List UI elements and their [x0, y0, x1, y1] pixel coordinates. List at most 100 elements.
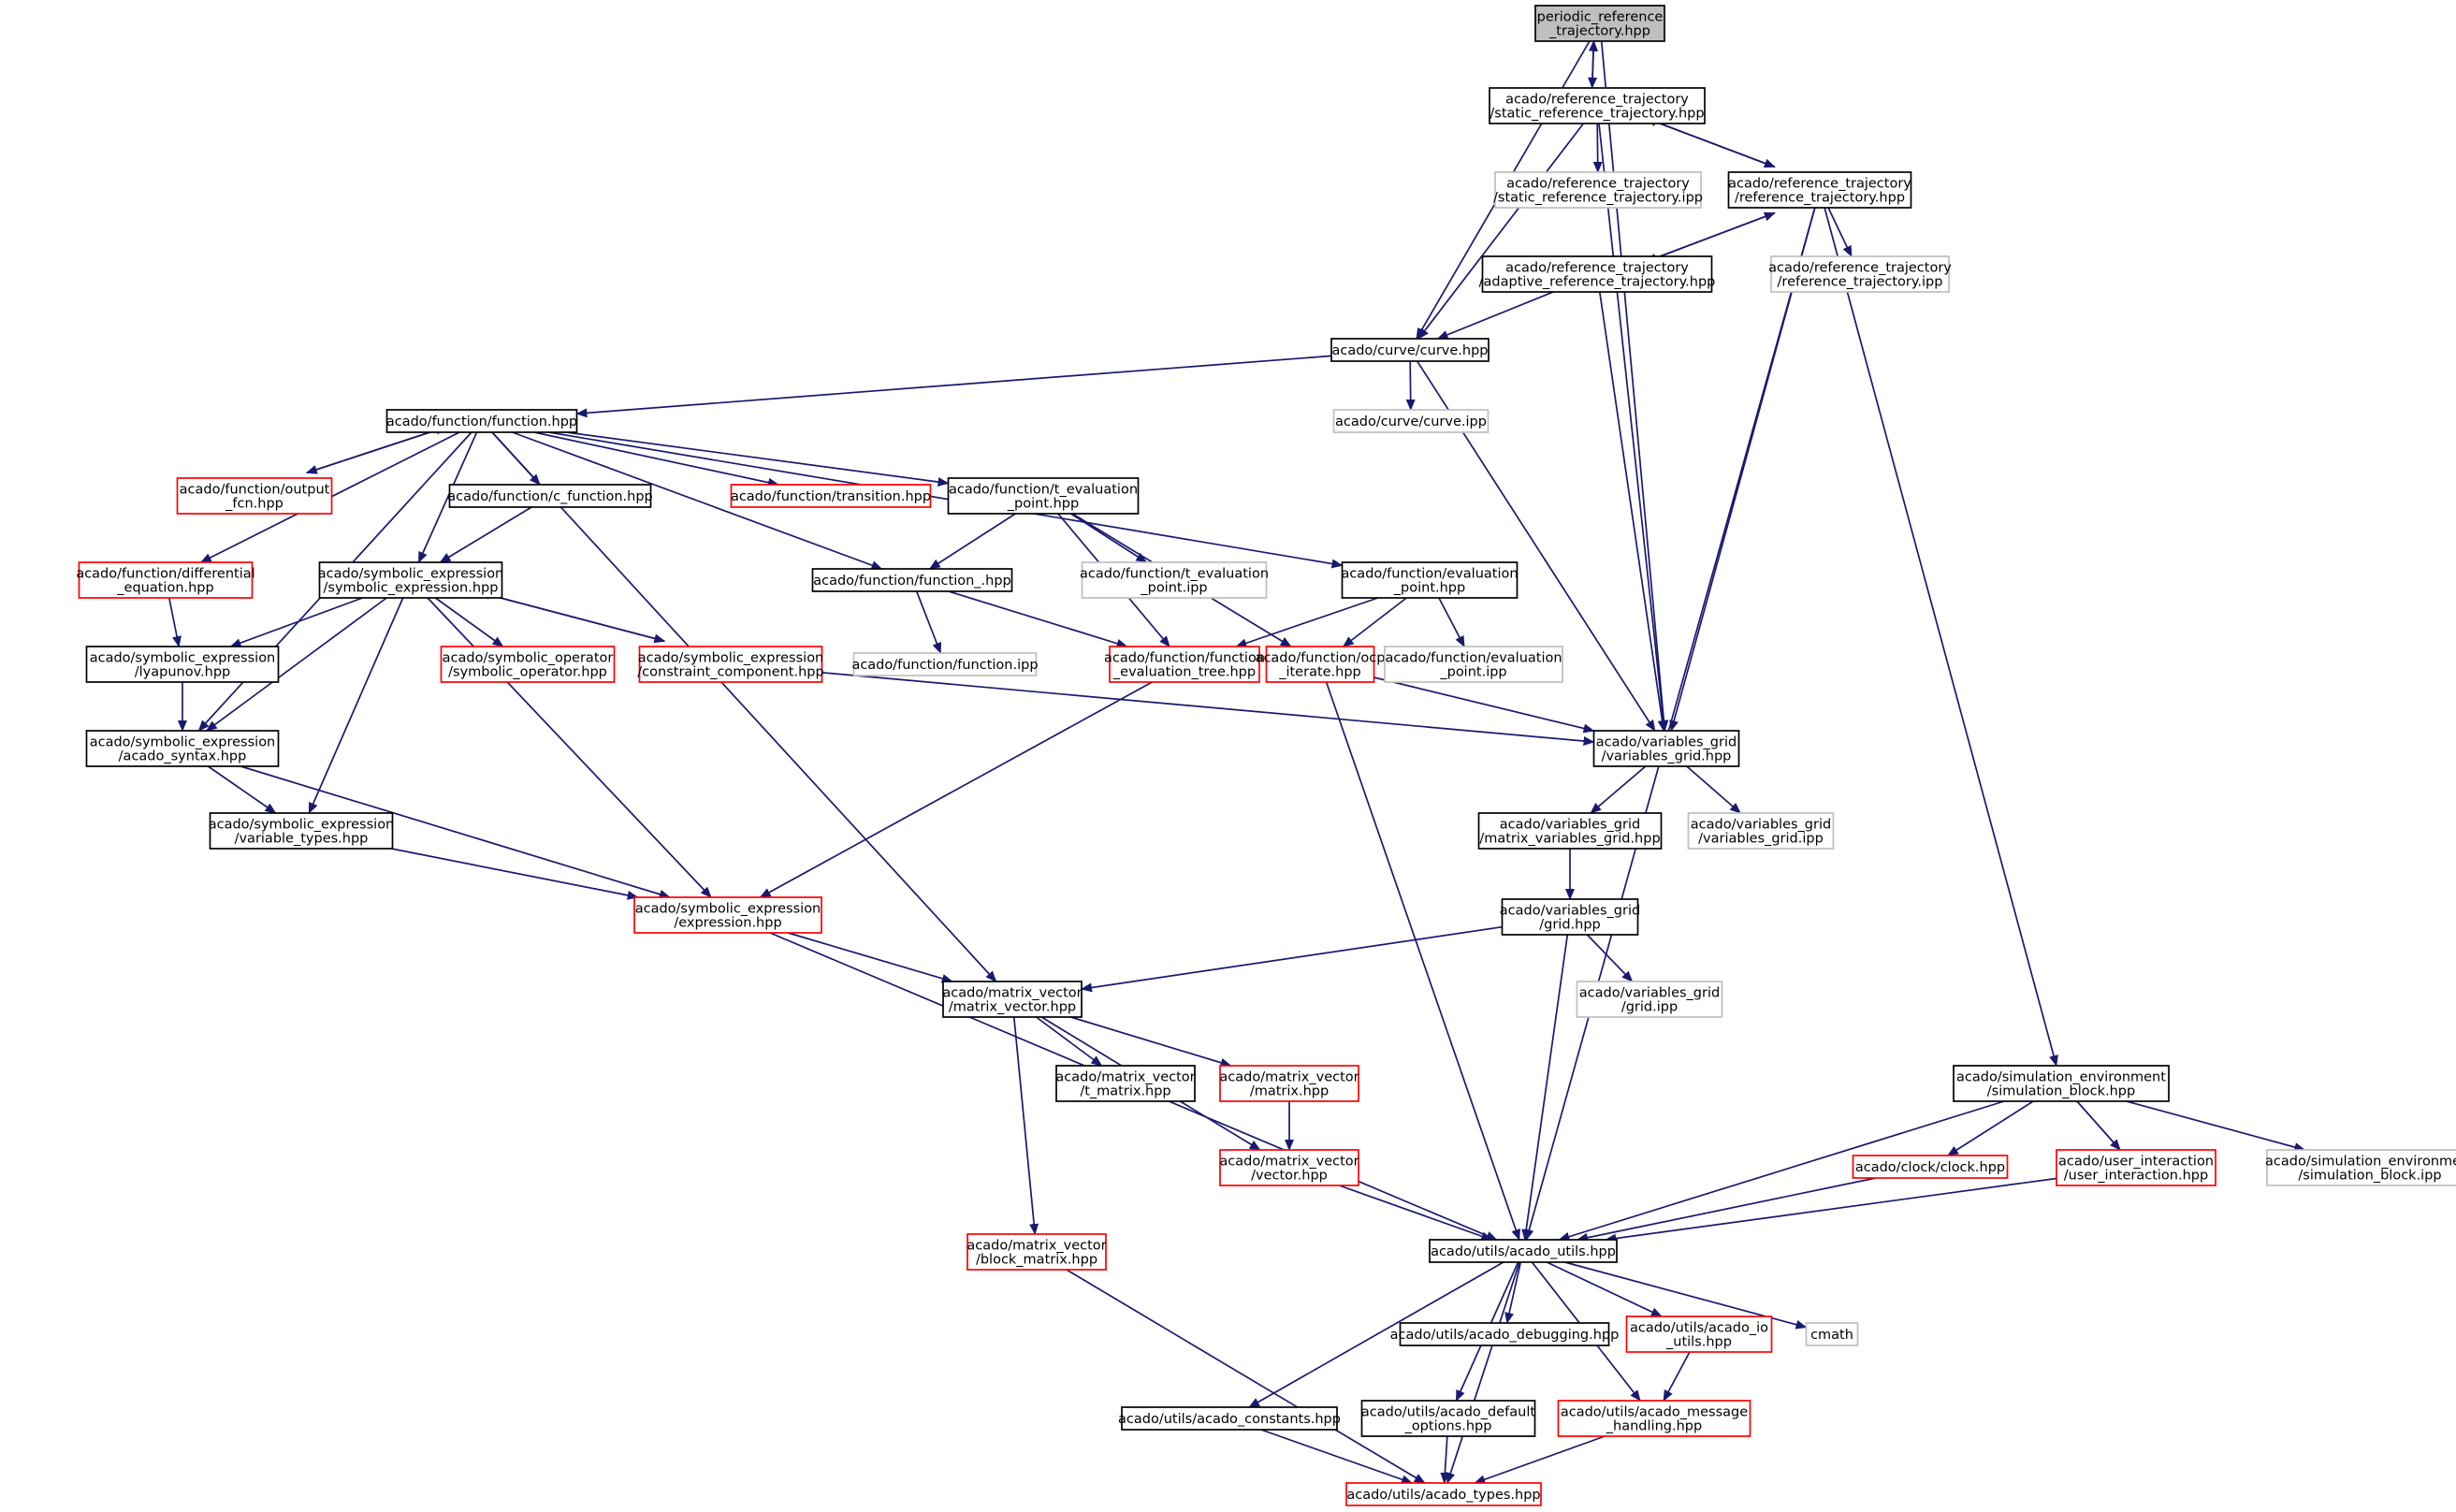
- node-label: acado/clock/clock.hpp: [1855, 1160, 2005, 1175]
- node-default-opts[interactable]: acado/utils/acado_default_options.hpp: [1360, 1400, 1535, 1437]
- node-curve[interactable]: acado/curve/curve.hpp: [1330, 338, 1490, 362]
- edges-layer: [167, 39, 2306, 1485]
- node-adaptive[interactable]: acado/reference_trajectory/adaptive_refe…: [1479, 255, 1716, 293]
- node-sim-block[interactable]: acado/simulation_environment/simulation_…: [1953, 1065, 2170, 1102]
- node-ref-ipp[interactable]: acado/reference_trajectory/reference_tra…: [1768, 255, 1952, 293]
- node-box: [385, 409, 578, 433]
- edge-sim_block-to-acado_utils: [1558, 1100, 2005, 1242]
- node-label: _point.hpp: [1007, 497, 1079, 512]
- edge-acado_syntax-to-var_types: [207, 765, 277, 814]
- node-label: acado/function/function_.hpp: [813, 574, 1011, 589]
- node-label: acado/variables_grid: [1500, 904, 1640, 919]
- node-block-matrix[interactable]: acado/matrix_vector/block_matrix.hpp: [966, 1233, 1107, 1271]
- node-periodic[interactable]: periodic_reference_trajectory.hpp: [1534, 5, 1665, 42]
- node-transition[interactable]: acado/function/transition.hpp: [730, 484, 932, 508]
- node-label: _fcn.hpp: [225, 497, 283, 512]
- node-box: [942, 981, 1083, 1018]
- node-grid-ipp[interactable]: acado/variables_grid/grid.ipp: [1576, 981, 1723, 1018]
- node-box: [1727, 171, 1912, 209]
- node-eval-ipp[interactable]: acado/function/evaluation_point.ipp: [1384, 646, 1563, 683]
- edge-sym_expr-to-sym_op: [434, 597, 504, 647]
- edge-t_eval-to-t_eval_ipp: [1070, 513, 1148, 563]
- node-function[interactable]: acado/function/function.hpp: [385, 409, 578, 433]
- node-output-fcn[interactable]: acado/function/output_fcn.hpp: [176, 477, 333, 515]
- edge-grid-to-grid_ipp: [1586, 934, 1634, 982]
- node-label: /grid.hpp: [1539, 918, 1601, 933]
- node-box: [811, 568, 1013, 592]
- node-debugging[interactable]: acado/utils/acado_debugging.hpp: [1390, 1322, 1620, 1346]
- node-label: /symbolic_expression.hpp: [324, 581, 499, 596]
- edge-grid-to-acado_utils: [1521, 934, 1569, 1241]
- node-types[interactable]: acado/utils/acado_types.hpp: [1345, 1482, 1542, 1506]
- node-label: _utils.hpp: [1665, 1335, 1732, 1350]
- node-matrix-vector[interactable]: acado/matrix_vector/matrix_vector.hpp: [942, 981, 1083, 1018]
- node-eval-point[interactable]: acado/function/evaluation_point.hpp: [1341, 561, 1519, 599]
- node-label: /adaptive_reference_trajectory.hpp: [1479, 275, 1716, 290]
- node-function-ipp[interactable]: acado/function/function.ipp: [851, 652, 1039, 676]
- node-t-eval[interactable]: acado/function/t_evaluation_point.hpp: [947, 477, 1140, 515]
- node-sym-expr[interactable]: acado/symbolic_expression/symbolic_expre…: [318, 561, 504, 599]
- node-var-types[interactable]: acado/symbolic_expression/variable_types…: [209, 812, 395, 850]
- node-vector[interactable]: acado/matrix_vector/vector.hpp: [1219, 1149, 1359, 1186]
- node-static-ipp[interactable]: acado/reference_trajectory/static_refere…: [1493, 171, 1703, 209]
- node-static-ref[interactable]: acado/reference_trajectory/static_refere…: [1489, 87, 1706, 124]
- node-box: [1265, 646, 1375, 683]
- node-box: [209, 812, 394, 850]
- edge-vector-to-acado_utils: [1339, 1185, 1493, 1242]
- node-label: /matrix_variables_grid.hpp: [1479, 832, 1660, 847]
- node-label: /constraint_component.hpp: [637, 665, 823, 680]
- node-msg-handling[interactable]: acado/utils/acado_message_handling.hpp: [1557, 1400, 1751, 1437]
- node-expression[interactable]: acado/symbolic_expression/expression.hpp: [633, 896, 822, 934]
- edge-function-to-function_: [512, 431, 883, 570]
- node-label: acado/symbolic_expression: [635, 902, 821, 917]
- node-function-[interactable]: acado/function/function_.hpp: [811, 568, 1013, 592]
- node-io-utils[interactable]: acado/utils/acado_io_utils.hpp: [1625, 1316, 1773, 1353]
- node-box: [638, 646, 823, 683]
- node-acado-utils[interactable]: acado/utils/acado_utils.hpp: [1429, 1239, 1618, 1263]
- node-curve-ipp[interactable]: acado/curve/curve.ipp: [1332, 409, 1490, 433]
- node-t-matrix[interactable]: acado/matrix_vector/t_matrix.hpp: [1055, 1065, 1196, 1102]
- node-eval-tree[interactable]: acado/function/function_evaluation_tree.…: [1104, 646, 1265, 683]
- node-user-inter[interactable]: acado/user_interaction/user_interaction.…: [2056, 1149, 2216, 1186]
- edge-sim_block-to-sim_block_ipp: [2126, 1100, 2306, 1152]
- node-box: [1770, 255, 1950, 293]
- node-label: /reference_trajectory.hpp: [1735, 191, 1905, 206]
- node-box: [947, 477, 1140, 515]
- node-label: acado/function/evaluation: [1385, 651, 1562, 666]
- node-grid[interactable]: acado/variables_grid/grid.hpp: [1500, 898, 1640, 936]
- node-acado-syntax[interactable]: acado/symbolic_expression/acado_syntax.h…: [85, 730, 280, 767]
- node-matrix[interactable]: acado/matrix_vector/matrix.hpp: [1219, 1065, 1359, 1102]
- node-ocp-iterate[interactable]: acado/function/ocp_iterate.hpp: [1256, 646, 1386, 683]
- node-ref-traj[interactable]: acado/reference_trajectory/reference_tra…: [1727, 171, 1912, 209]
- node-clock[interactable]: acado/clock/clock.hpp: [1852, 1155, 2009, 1179]
- node-label: acado/simulation_environment: [1956, 1070, 2166, 1085]
- edge-eval_tree-to-expression: [759, 681, 1153, 898]
- edge-static_ref-to-var_grid: [1598, 123, 1668, 732]
- node-box: [1121, 1406, 1338, 1431]
- node-box: [440, 646, 616, 683]
- node-label: acado/utils/acado_message: [1561, 1405, 1748, 1420]
- node-box: [1494, 171, 1702, 209]
- node-lyapunov[interactable]: acado/symbolic_expression/lyapunov.hpp: [85, 646, 280, 683]
- node-constants[interactable]: acado/utils/acado_constants.hpp: [1118, 1406, 1341, 1431]
- node-var-grid-ipp[interactable]: acado/variables_grid/variables_grid.ipp: [1687, 812, 1835, 850]
- node-diff-eq[interactable]: acado/function/differential_equation.hpp: [76, 561, 255, 599]
- edge-ref_traj-to-static_ref: [1645, 117, 1776, 168]
- node-sym-op[interactable]: acado/symbolic_operator/symbolic_operato…: [440, 646, 616, 683]
- node-box: [85, 730, 280, 767]
- edge-acado_utils-to-types: [1446, 1261, 1520, 1484]
- node-t-eval-ipp[interactable]: acado/function/t_evaluation_point.ipp: [1080, 561, 1269, 599]
- edge-output_fcn-to-function: [306, 425, 447, 474]
- node-c-function[interactable]: acado/function/c_function.hpp: [447, 484, 653, 508]
- node-label: /simulation_block.ipp: [2298, 1169, 2441, 1184]
- edge-ocp_iterate-to-acado_utils: [1325, 681, 1520, 1241]
- node-var-grid[interactable]: acado/variables_grid/variables_grid.hpp: [1592, 730, 1740, 767]
- node-sim-block-ipp[interactable]: acado/simulation_environment/simulation_…: [2265, 1149, 2456, 1186]
- node-cmath[interactable]: cmath: [1805, 1322, 1859, 1346]
- node-mat-var-grid[interactable]: acado/variables_grid/matrix_variables_gr…: [1477, 812, 1663, 850]
- node-label: acado/user_interaction: [2058, 1155, 2214, 1170]
- node-box: [176, 477, 333, 515]
- node-label: acado/utils/acado_types.hpp: [1346, 1488, 1540, 1503]
- node-constraint[interactable]: acado/symbolic_expression/constraint_com…: [637, 646, 824, 683]
- node-box: [448, 484, 652, 508]
